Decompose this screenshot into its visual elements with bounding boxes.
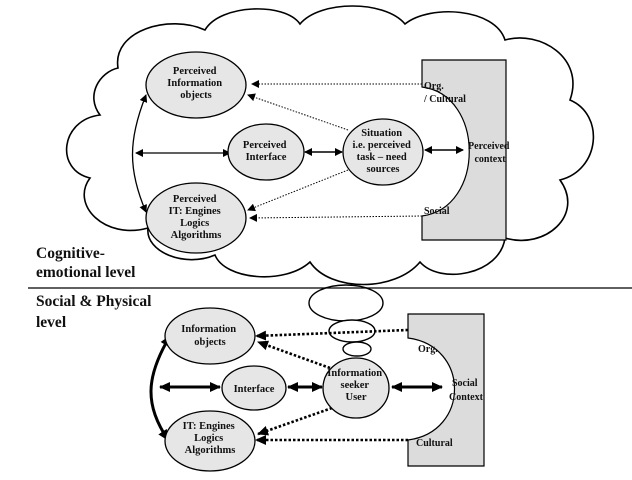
thought-cloud xyxy=(65,5,595,286)
cog-node-it: Perceived IT: Engines Logics Algorithms xyxy=(145,182,247,254)
cog-node-situation: Situation i.e. perceived task – need sou… xyxy=(342,118,424,186)
phys-connectors xyxy=(149,328,443,445)
svg-text:Information seeker: Information seeker User xyxy=(327,368,384,403)
thought-bubble-large xyxy=(308,284,384,322)
phys-node-seeker: Information seeker User xyxy=(322,357,390,419)
perceived-context-shape xyxy=(421,59,507,241)
svg-text:Interface: Interface xyxy=(234,384,275,395)
phys-context-org-label: Org. xyxy=(418,344,438,355)
svg-text:IT: Engines Logics: IT: Engines Logics Algorithms xyxy=(183,421,238,456)
phys-node-interface: Interface xyxy=(221,365,287,411)
thought-bubble-small xyxy=(342,341,372,357)
phys-context-cultural-label: Cultural xyxy=(416,438,453,449)
svg-text:Perceived IT: Engines: Perceived IT: Engines Logics Algorithms xyxy=(169,194,224,241)
svg-text:Information objects: Information objects xyxy=(181,324,238,348)
svg-text:Perceived Interface: Perceived Interface xyxy=(243,140,289,163)
svg-text:Perceived Information: Perceived Information objects xyxy=(167,66,224,101)
physical-level-label: Social & Physical level xyxy=(36,293,155,331)
cog-context-org-label: Org. / Cultural xyxy=(423,81,466,105)
cog-node-info-objects: Perceived Information objects xyxy=(145,51,247,119)
cognitive-level-label: Cognitive- emotional level xyxy=(36,245,136,281)
cog-node-interface: Perceived Interface xyxy=(227,123,305,181)
phys-context-social-label: Social Context xyxy=(449,378,484,403)
phys-node-info-objects: Information objects xyxy=(164,307,256,365)
cog-context-social-label: Social xyxy=(424,206,450,217)
phys-node-it: IT: Engines Logics Algorithms xyxy=(164,410,256,472)
cog-connectors xyxy=(131,80,464,222)
cog-context-perceived-label: Perceived context xyxy=(468,141,512,165)
social-context-shape xyxy=(407,313,485,467)
svg-text:Situation i.e. perceived: Situation i.e. perceived task – need sou… xyxy=(352,128,413,175)
